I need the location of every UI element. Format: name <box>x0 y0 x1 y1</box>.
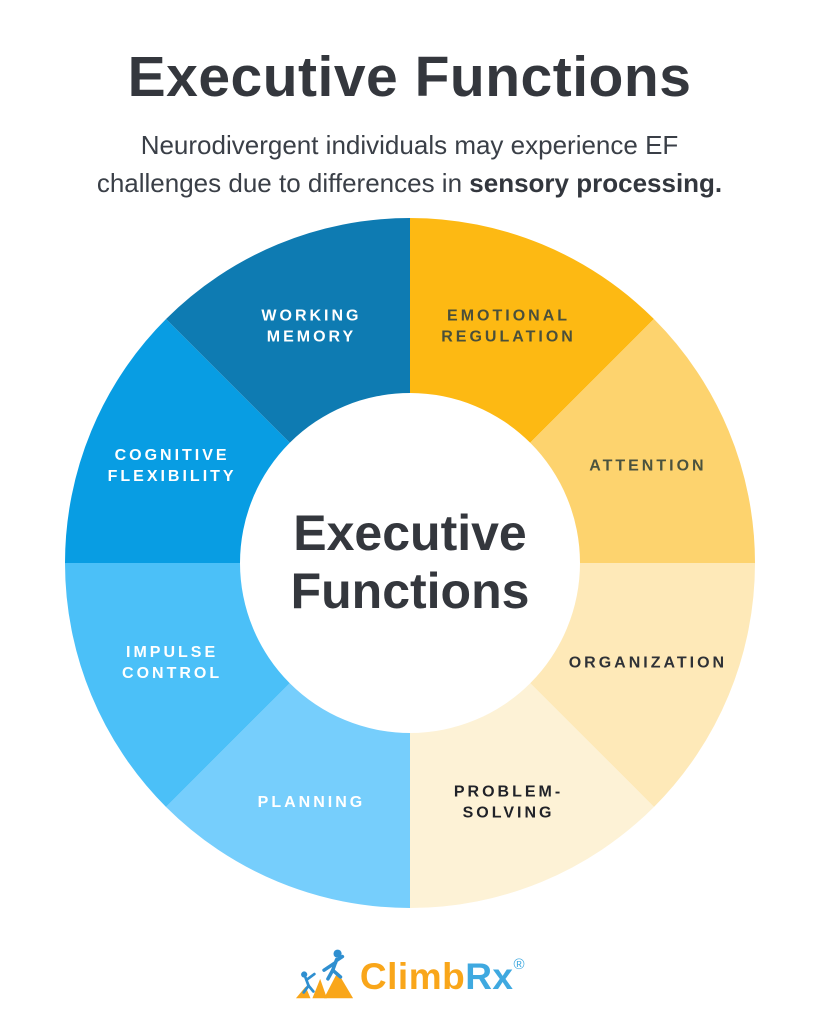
page-subtitle: Neurodivergent individuals may experienc… <box>77 126 742 202</box>
subtitle-normal-text: Neurodivergent individuals may experienc… <box>96 130 679 198</box>
segment-organization <box>530 563 755 807</box>
climbrx-mountain-climbers-icon <box>295 949 354 999</box>
segment-label-planning: PLANNING <box>258 794 366 811</box>
logo-text-climb: Climb <box>359 956 466 997</box>
segment-label-problem-solving: PROBLEM-SOLVING <box>454 783 563 821</box>
segment-emotional-regulation <box>410 218 654 443</box>
registered-trademark-symbol: ® <box>513 956 526 973</box>
segment-impulse-control <box>65 563 290 807</box>
chart-center-label: Executive Functions <box>291 504 530 620</box>
chart-center-label-line2: Functions <box>290 563 530 619</box>
segment-problem-solving <box>410 683 654 908</box>
page-title: Executive Functions <box>127 45 692 109</box>
segment-label-attention: ATTENTION <box>589 457 706 474</box>
logo-text-rx: Rx <box>465 956 514 997</box>
segment-working-memory <box>166 218 410 443</box>
segment-planning <box>166 683 410 908</box>
climbrx-logo: ClimbRx® <box>0 944 819 1006</box>
segment-label-organization: ORGANIZATION <box>569 655 727 672</box>
subtitle-bold-text: sensory processing. <box>469 168 723 198</box>
segment-cognitive-flexibility <box>65 319 290 563</box>
climbrx-logo-text: ClimbRx® <box>360 956 525 998</box>
chart-center-label-line1: Executive <box>293 505 527 561</box>
segment-attention <box>530 319 755 563</box>
